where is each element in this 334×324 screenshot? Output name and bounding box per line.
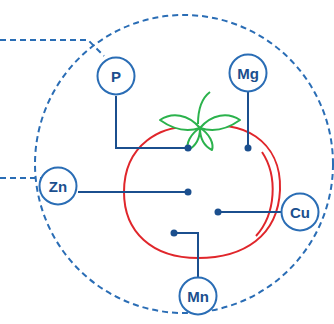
element-circle: Mn xyxy=(178,276,218,316)
circle-outline xyxy=(40,168,77,205)
leaf xyxy=(160,115,200,130)
leader-line xyxy=(247,91,249,148)
pointer-line xyxy=(0,40,104,56)
sample-dot xyxy=(185,189,192,196)
magnifier-circle xyxy=(35,15,333,313)
tomato-highlight xyxy=(256,152,273,236)
element-circle: Zn xyxy=(38,166,78,206)
element-circle: Cu xyxy=(280,192,320,232)
element-circle: P xyxy=(96,56,136,96)
circle-outline xyxy=(282,194,319,231)
element-symbol: Zn xyxy=(49,179,67,194)
sample-dot xyxy=(215,209,222,216)
pointer-line xyxy=(0,177,44,179)
element-symbol: Cu xyxy=(290,205,310,220)
circle-outline xyxy=(180,278,217,315)
sample-dot xyxy=(185,145,192,152)
stem xyxy=(198,92,210,124)
sample-dot xyxy=(245,145,252,152)
circle-outline xyxy=(230,55,267,92)
leader-line xyxy=(116,96,188,148)
element-symbol: P xyxy=(111,69,121,84)
leaf xyxy=(200,128,213,150)
leaf xyxy=(200,115,240,130)
leader-line xyxy=(218,211,282,213)
circle-outline xyxy=(98,58,135,95)
element-symbol: Mg xyxy=(237,66,259,81)
element-circle: Mg xyxy=(228,53,268,93)
sample-dot xyxy=(171,230,178,237)
element-symbol: Mn xyxy=(187,289,209,304)
leader-line xyxy=(78,191,188,193)
leader-line xyxy=(174,233,198,278)
